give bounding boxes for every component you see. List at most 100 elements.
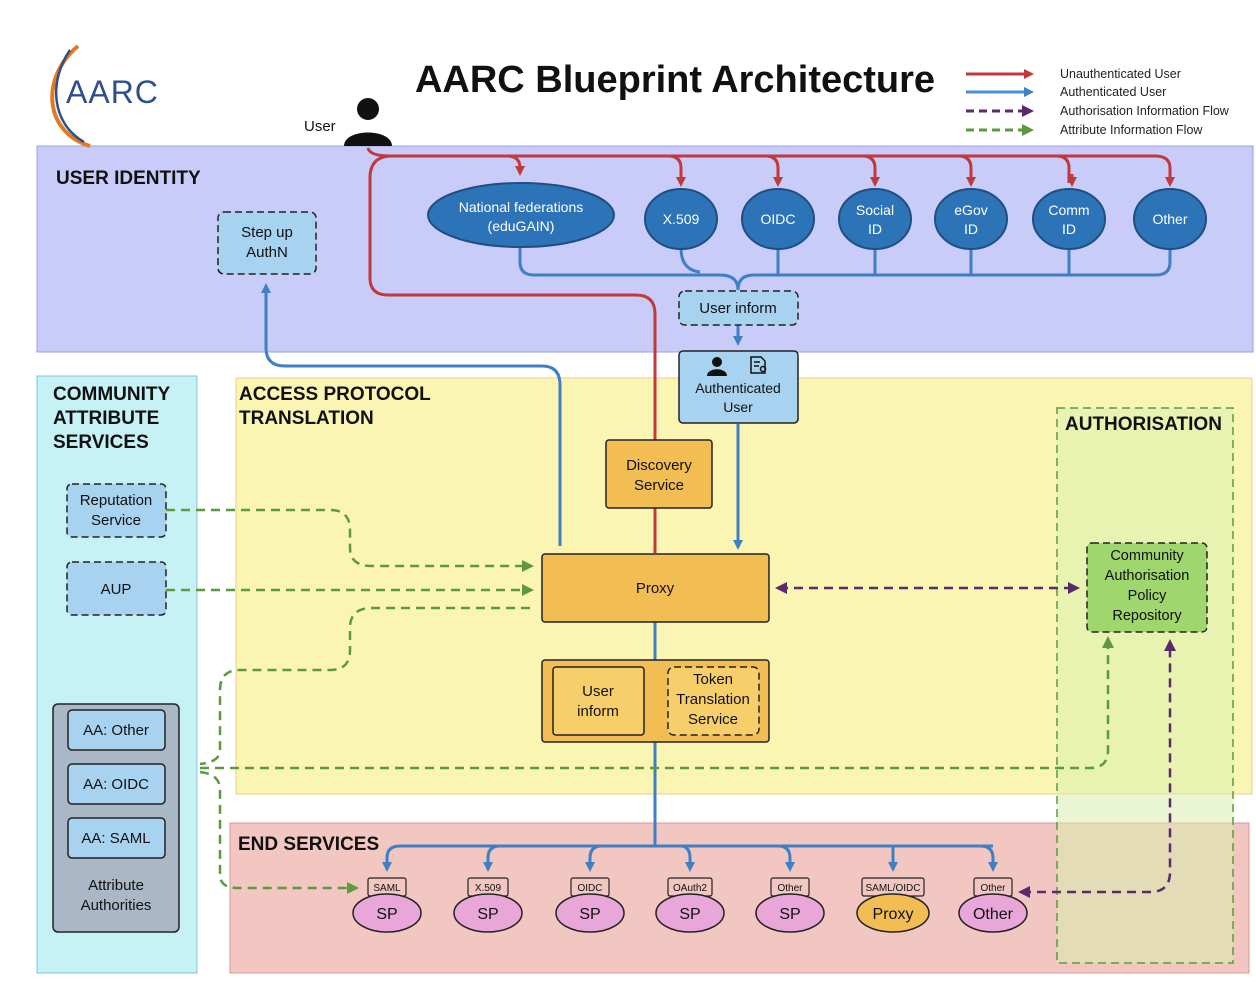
reputation-line1: Reputation bbox=[80, 492, 153, 509]
access-title-line2: TRANSLATION bbox=[239, 408, 374, 429]
user-label: User bbox=[304, 118, 336, 135]
certificate-icon bbox=[750, 356, 767, 374]
end-service-0-tag: SAML bbox=[373, 883, 401, 894]
user-identity-title: USER IDENTITY bbox=[56, 168, 201, 189]
attribute-authorities-line2: Authorities bbox=[81, 897, 152, 914]
token-line1: Token bbox=[693, 671, 733, 688]
proxy-label: Proxy bbox=[636, 580, 675, 597]
idp-x509-label: X.509 bbox=[663, 211, 700, 227]
community-auth-line1: Community bbox=[1110, 548, 1184, 564]
end-service-0-label: SP bbox=[376, 906, 397, 923]
end-service-4: Other SP bbox=[755, 877, 825, 933]
proxy-box: Proxy bbox=[541, 553, 770, 623]
aa-oidc-label: AA: OIDC bbox=[83, 776, 149, 793]
attribute-authorities-line1: Attribute bbox=[88, 877, 144, 894]
idp-comm-id: Comm ID bbox=[1032, 188, 1106, 250]
idp-social-line1: Social bbox=[856, 202, 894, 218]
user-inform-top-label: User inform bbox=[699, 300, 777, 317]
idp-national-line1: National federations bbox=[459, 199, 584, 215]
end-service-4-label: SP bbox=[779, 906, 800, 923]
legend-label-attribute: Attribute Information Flow bbox=[1060, 123, 1203, 137]
user-inform-line2: inform bbox=[577, 703, 619, 720]
legend-label-unauthenticated: Unauthenticated User bbox=[1060, 67, 1181, 81]
page-title: AARC Blueprint Architecture bbox=[415, 59, 935, 101]
user-inform-line1: User bbox=[582, 683, 614, 700]
discovery-service-box: Discovery Service bbox=[605, 439, 713, 509]
idp-social-line2: ID bbox=[868, 221, 882, 237]
end-service-1: X.509 SP bbox=[453, 877, 523, 933]
user-inform-box bbox=[552, 666, 645, 736]
idp-x509: X.509 bbox=[644, 188, 718, 250]
idp-egov-line1: eGov bbox=[954, 202, 987, 218]
aa-oidc-box bbox=[67, 763, 166, 805]
idp-other-label: Other bbox=[1152, 211, 1187, 227]
token-line3: Service bbox=[688, 711, 738, 728]
user-inform-top-box: User inform bbox=[678, 290, 799, 326]
token-line2: Translation bbox=[676, 691, 750, 708]
step-up-authn-box: Step up AuthN bbox=[217, 211, 317, 275]
end-service-2-label: SP bbox=[579, 906, 600, 923]
end-service-3-tag: OAuth2 bbox=[673, 883, 707, 894]
aup-box: AUP bbox=[66, 561, 167, 616]
idp-oidc: OIDC bbox=[741, 188, 815, 250]
end-services-title: END SERVICES bbox=[238, 834, 379, 855]
end-service-5: SAML/OIDC Proxy bbox=[856, 877, 930, 933]
discovery-line1: Discovery bbox=[626, 457, 692, 474]
translation-container: User inform Token Translation Service bbox=[541, 659, 770, 743]
end-service-1-tag: X.509 bbox=[475, 883, 502, 894]
authorisation-title: AUTHORISATION bbox=[1065, 414, 1222, 435]
end-service-3-label: SP bbox=[679, 906, 700, 923]
end-service-1-label: SP bbox=[477, 906, 498, 923]
authenticated-user-line2: User bbox=[723, 399, 753, 415]
idp-egov-id: eGov ID bbox=[934, 188, 1008, 250]
step-up-line2: AuthN bbox=[246, 244, 288, 261]
community-title-line1: COMMUNITY bbox=[53, 384, 170, 405]
step-up-line1: Step up bbox=[241, 224, 293, 241]
logo-text: AARC bbox=[66, 74, 159, 110]
end-service-6-label: Other bbox=[973, 906, 1014, 923]
end-service-2: OIDC SP bbox=[555, 877, 625, 933]
community-auth-line2: Authorisation bbox=[1105, 568, 1190, 584]
community-auth-line3: Policy bbox=[1128, 588, 1167, 604]
access-title-line1: ACCESS PROTOCOL bbox=[239, 384, 431, 405]
authenticated-user-line1: Authenticated bbox=[695, 380, 781, 396]
end-service-4-tag: Other bbox=[777, 883, 803, 894]
discovery-line2: Service bbox=[634, 477, 684, 494]
aup-label: AUP bbox=[101, 581, 132, 598]
end-service-2-tag: OIDC bbox=[578, 883, 603, 894]
idp-other: Other bbox=[1133, 188, 1207, 250]
community-title-line3: SERVICES bbox=[53, 432, 149, 453]
idp-comm-line2: ID bbox=[1062, 221, 1076, 237]
user-icon bbox=[344, 98, 392, 146]
end-service-6: Other Other bbox=[958, 877, 1028, 933]
aa-saml-box bbox=[67, 817, 166, 859]
community-auth-line4: Repository bbox=[1112, 608, 1182, 624]
idp-national-federations: National federations (eduGAIN) bbox=[427, 182, 615, 248]
aa-other-box bbox=[67, 709, 166, 751]
end-service-6-tag: Other bbox=[980, 883, 1006, 894]
end-service-5-tag: SAML/OIDC bbox=[865, 883, 920, 894]
person-icon bbox=[707, 357, 727, 376]
legend: Unauthenticated User Authenticated User … bbox=[966, 67, 1230, 137]
idp-egov-line2: ID bbox=[964, 221, 978, 237]
idp-comm-line1: Comm bbox=[1048, 202, 1089, 218]
attribute-authorities-box: AA: Other AA: OIDC AA: SAML Attribute Au… bbox=[52, 703, 180, 933]
idp-oidc-label: OIDC bbox=[761, 211, 796, 227]
aarc-logo: AARC bbox=[50, 44, 159, 148]
legend-label-authorisation: Authorisation Information Flow bbox=[1060, 104, 1230, 118]
authenticated-flow bbox=[261, 244, 1172, 872]
reputation-line2: Service bbox=[91, 512, 141, 529]
end-service-3: OAuth2 SP bbox=[655, 877, 725, 933]
aa-other-label: AA: Other bbox=[83, 722, 149, 739]
authorisation-flow bbox=[775, 582, 1176, 898]
authenticated-user-box: Authenticated User bbox=[678, 350, 799, 424]
end-service-0: SAML SP bbox=[352, 877, 422, 933]
legend-label-authenticated: Authenticated User bbox=[1060, 85, 1166, 99]
reputation-service-box: Reputation Service bbox=[66, 483, 167, 538]
end-service-5-label: Proxy bbox=[873, 906, 914, 923]
community-title-line2: ATTRIBUTE bbox=[53, 408, 159, 429]
idp-national-line2: (eduGAIN) bbox=[488, 218, 555, 234]
token-translation-box bbox=[667, 666, 760, 736]
aa-saml-label: AA: SAML bbox=[81, 830, 150, 847]
